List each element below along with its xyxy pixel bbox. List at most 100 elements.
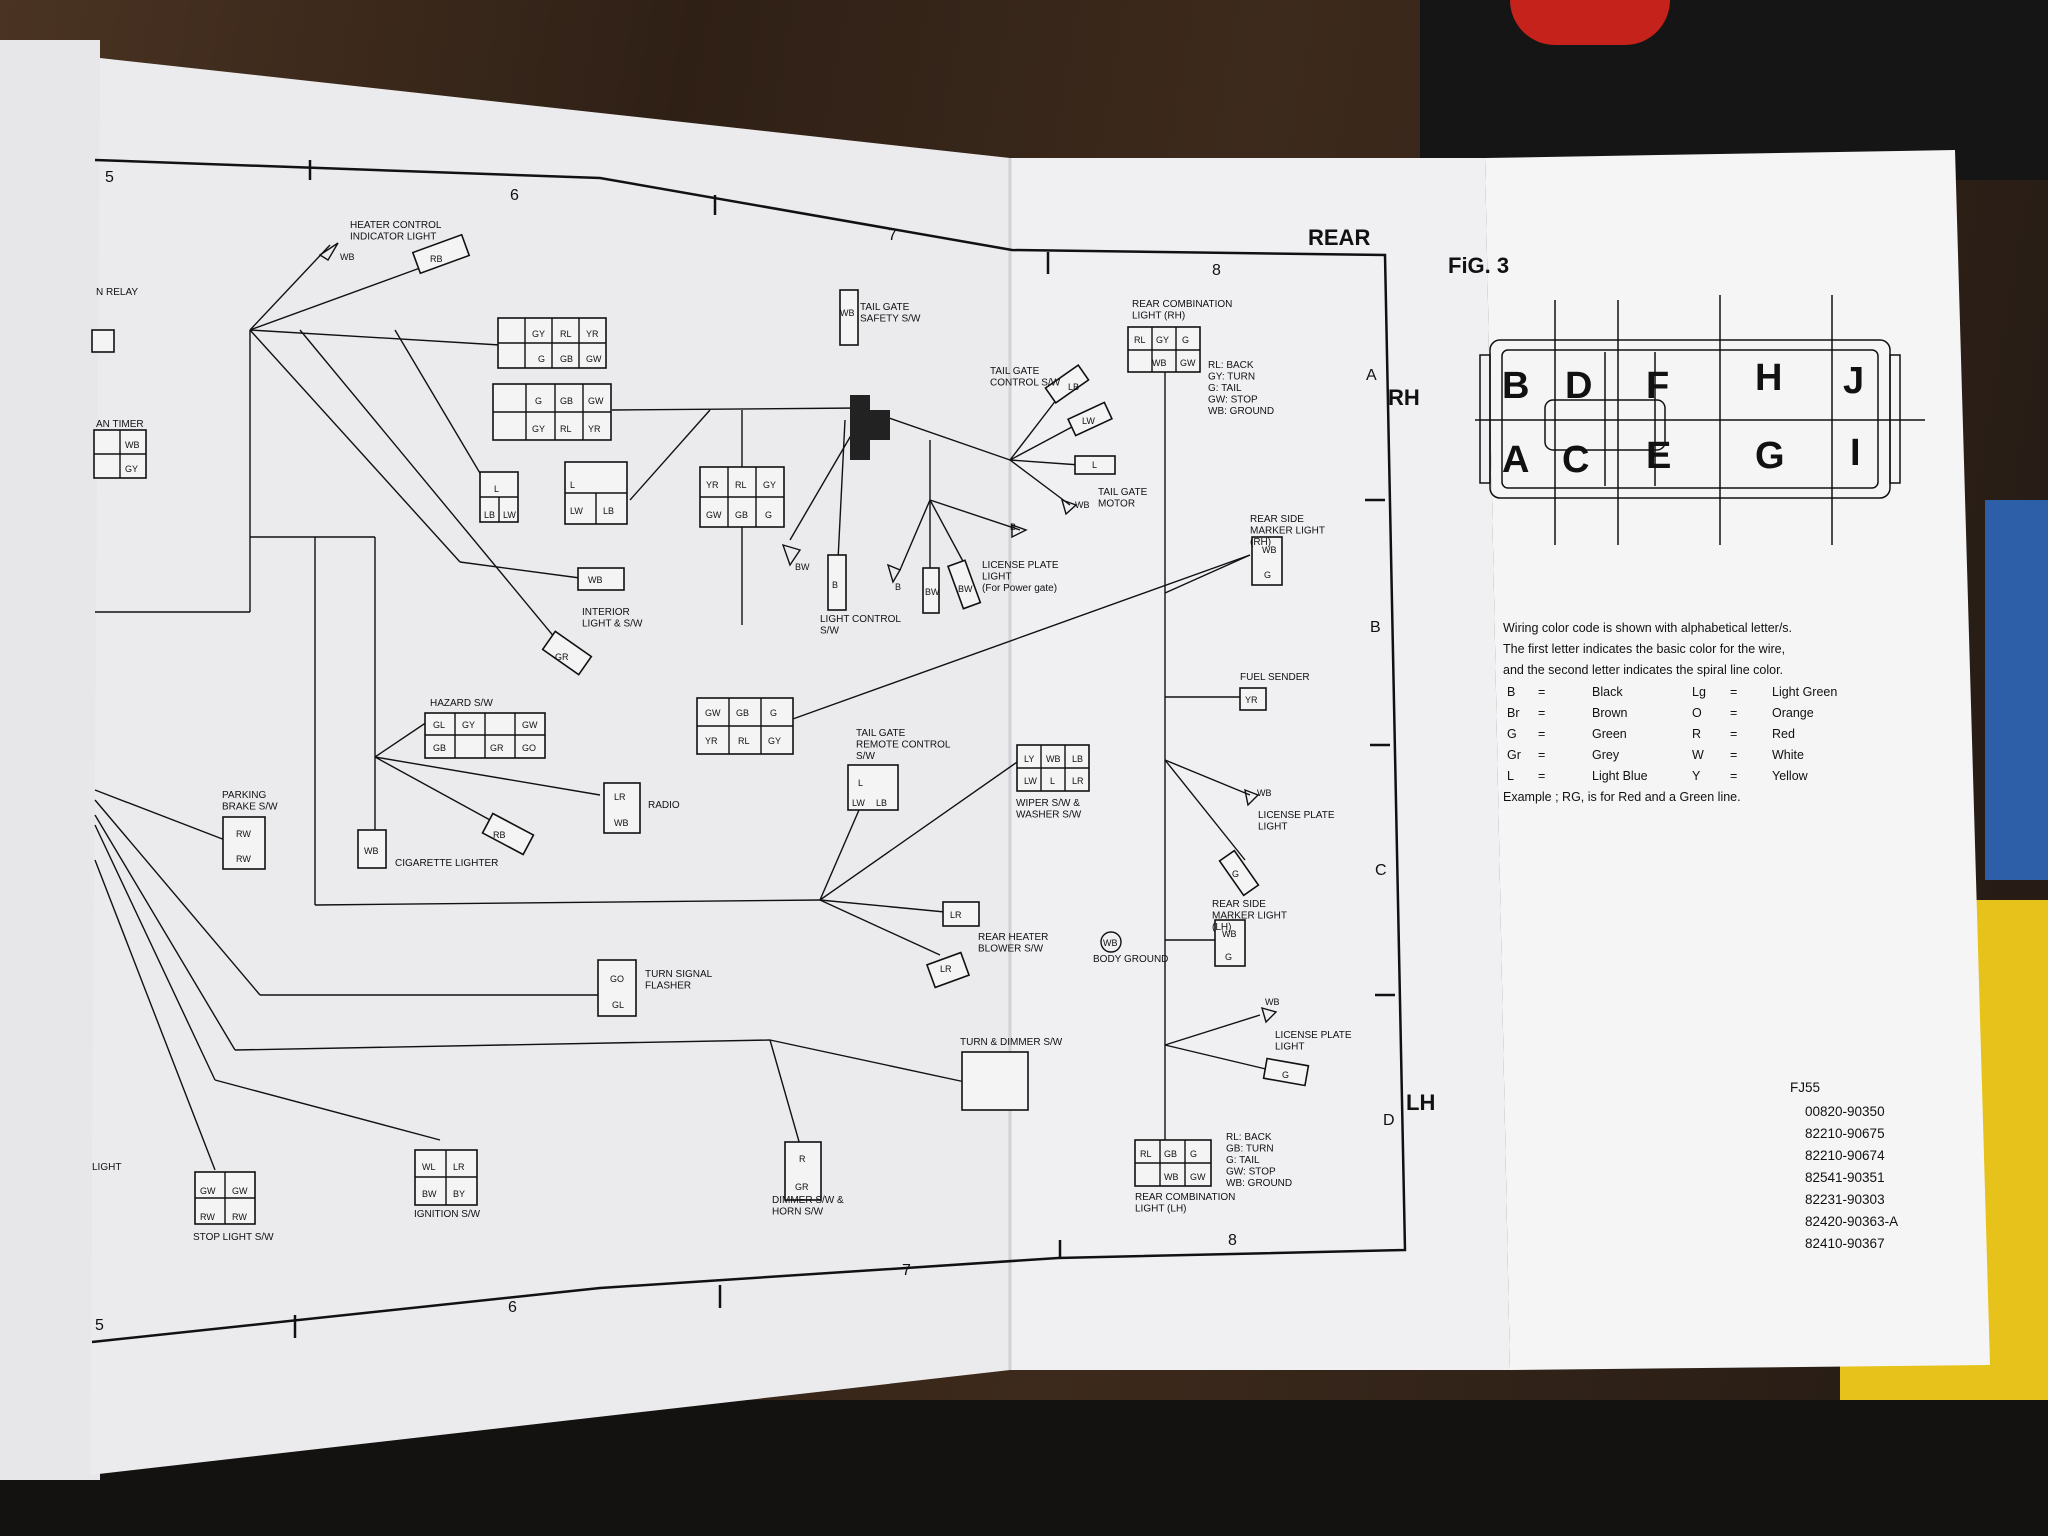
part-number: 82420-90363-A <box>1805 1214 1898 1229</box>
svg-text:GY: GY <box>1156 335 1169 345</box>
legend-example: Example ; RG, is for Red and a Green lin… <box>1503 790 1741 804</box>
svg-text:B: B <box>832 580 838 590</box>
diagram-frame <box>91 158 1407 1344</box>
zone-d: D <box>1565 365 1592 407</box>
zone-e: E <box>1646 435 1671 477</box>
legend-name: Light Green <box>1772 685 1837 699</box>
svg-text:GY: GY <box>462 720 475 730</box>
svg-text:GY: GY <box>763 480 776 490</box>
svg-text:GW: GW <box>200 1186 216 1196</box>
svg-text:WB: WB <box>1164 1172 1179 1182</box>
label-radio: RADIO <box>648 800 680 811</box>
svg-text:LR: LR <box>940 964 952 974</box>
zone-b: B <box>1502 365 1529 407</box>
legend-name: Red <box>1772 727 1795 741</box>
part-number-list: FJ55 00820-90350 82210-90675 82210-90674… <box>1790 1080 1898 1251</box>
svg-text:WB: WB <box>1103 938 1118 948</box>
svg-text:GY: GY <box>125 464 138 474</box>
svg-text:RL: RL <box>735 480 747 490</box>
svg-text:WB: WB <box>1222 929 1237 939</box>
svg-text:WB: WB <box>840 308 855 318</box>
zone-f: F <box>1646 365 1669 407</box>
svg-text:G: G <box>535 396 542 406</box>
color-code-legend: Wiring color code is shown with alphabet… <box>1503 621 1837 804</box>
svg-text:LB: LB <box>603 506 614 516</box>
svg-text:LB: LB <box>1072 754 1083 764</box>
label-dimmer: DIMMER S/W &HORN S/W <box>772 1195 844 1218</box>
zone-i: I <box>1850 432 1861 474</box>
label-cigarette-lighter: CIGARETTE LIGHTER <box>395 858 498 869</box>
svg-text:=: = <box>1730 685 1737 699</box>
paper-middle-panel <box>1010 158 1510 1370</box>
legend-code: O <box>1692 706 1702 720</box>
legend-intro-3: and the second letter indicates the spir… <box>1503 663 1783 677</box>
paper-right-panel <box>1485 150 1990 1370</box>
junction-block <box>850 395 890 460</box>
svg-text:BY: BY <box>453 1189 465 1199</box>
svg-text:WB: WB <box>1262 545 1277 555</box>
svg-text:WB: WB <box>1257 788 1272 798</box>
svg-text:WB: WB <box>1046 754 1061 764</box>
svg-text:GL: GL <box>433 720 445 730</box>
body-ground-symbol <box>1100 931 1122 953</box>
part-number: 82210-90674 <box>1805 1148 1885 1163</box>
grid-number-top-8: 8 <box>1212 262 1221 279</box>
legend-intro-2: The first letter indicates the basic col… <box>1503 642 1785 656</box>
grid-number-top-7: 7 <box>888 227 897 244</box>
model-code: FJ55 <box>1790 1080 1820 1095</box>
terminal-arrows <box>318 242 1278 1024</box>
figure-label: FiG. 3 <box>1448 253 1509 278</box>
legend-intro-1: Wiring color code is shown with alphabet… <box>1503 621 1792 635</box>
svg-text:YR: YR <box>706 480 719 490</box>
legend-name: White <box>1772 748 1804 762</box>
svg-text:LB: LB <box>876 798 887 808</box>
svg-text:YR: YR <box>586 329 599 339</box>
svg-text:RW: RW <box>200 1212 215 1222</box>
svg-text:=: = <box>1538 706 1545 720</box>
svg-text:G: G <box>1282 1070 1289 1080</box>
lh-label: LH <box>1406 1090 1435 1115</box>
svg-text:WL: WL <box>422 1162 436 1172</box>
svg-text:G: G <box>1182 335 1189 345</box>
legend-code: G <box>1507 727 1517 741</box>
svg-text:=: = <box>1538 727 1545 741</box>
svg-text:BW: BW <box>925 587 940 597</box>
svg-text:=: = <box>1538 685 1545 699</box>
zone-g: G <box>1755 435 1785 477</box>
svg-text:LW: LW <box>1082 416 1095 426</box>
svg-text:GR: GR <box>795 1182 809 1192</box>
grid-letter-b: B <box>1370 619 1381 636</box>
connector-grid-lines <box>94 318 1211 1224</box>
label-turn-dimmer: TURN & DIMMER S/W <box>960 1037 1063 1048</box>
grid-letter-d: D <box>1383 1112 1395 1129</box>
svg-text:G: G <box>1264 570 1271 580</box>
svg-text:LB: LB <box>484 510 495 520</box>
svg-text:L: L <box>858 778 863 788</box>
svg-text:LR: LR <box>1072 776 1084 786</box>
svg-text:GW: GW <box>232 1186 248 1196</box>
svg-text:GB: GB <box>560 354 573 364</box>
svg-text:WB: WB <box>1152 358 1167 368</box>
svg-text:RB: RB <box>430 254 443 264</box>
svg-text:=: = <box>1730 706 1737 720</box>
svg-text:LR: LR <box>453 1162 465 1172</box>
svg-text:RW: RW <box>236 829 251 839</box>
label-light-fragment: LIGHT <box>92 1162 121 1173</box>
svg-text:GW: GW <box>706 510 722 520</box>
svg-text:WB: WB <box>125 440 140 450</box>
svg-text:GY: GY <box>768 736 781 746</box>
svg-text:WB: WB <box>1265 997 1280 1007</box>
paper-left-panel <box>90 58 1010 1475</box>
